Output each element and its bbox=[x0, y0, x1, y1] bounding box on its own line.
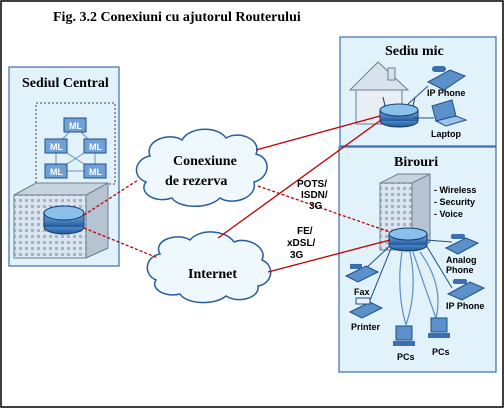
central-router-icon bbox=[43, 205, 85, 235]
pots-label-1: POTS/ bbox=[297, 179, 327, 190]
central-office-title: Sediul Central bbox=[22, 76, 109, 91]
pcs-label-1: PCs bbox=[397, 352, 415, 362]
small-ip-phone-label: IP Phone bbox=[427, 88, 465, 98]
office-ip-phone-icon bbox=[446, 279, 486, 301]
backup-connection-cloud: Conexiune de rezerva bbox=[135, 128, 268, 207]
ml-switch-icon: ML bbox=[83, 138, 107, 154]
ml-switch-icon: ML bbox=[63, 117, 87, 133]
printer-label: Printer bbox=[351, 322, 381, 332]
house-icon bbox=[348, 61, 410, 125]
analog-phone-label-2: Phone bbox=[446, 265, 474, 275]
backup-to-offices-link bbox=[257, 185, 391, 233]
central-to-internet-link bbox=[83, 227, 159, 259]
svg-text:ML: ML bbox=[89, 167, 102, 177]
office-ip-phone-label: IP Phone bbox=[446, 301, 484, 311]
pc-icon bbox=[393, 325, 415, 346]
offices-title: Birouri bbox=[394, 155, 438, 170]
analog-phone-label-1: Analog bbox=[446, 255, 477, 265]
feature-voice: - Voice bbox=[434, 209, 463, 219]
backup-to-small-office-link bbox=[255, 115, 381, 151]
pots-label-2: ISDN/ bbox=[301, 190, 328, 201]
figure-title: Fig. 3.2 Conexiuni cu ajutorul Routerulu… bbox=[53, 10, 301, 25]
central-to-backup-link bbox=[83, 179, 139, 216]
fe-label-1: FE/ bbox=[297, 226, 313, 237]
central-office-box: Sediul Central ML ML ML ML bbox=[8, 66, 120, 267]
analog-phone-icon bbox=[444, 234, 480, 255]
offices-box: Birouri - Wireless - Security - Voice bbox=[338, 146, 497, 373]
internet-to-offices-link bbox=[267, 239, 391, 273]
fax-icon bbox=[344, 264, 380, 283]
laptop-icon bbox=[431, 99, 468, 127]
feature-security: - Security bbox=[434, 197, 475, 207]
wireless-links bbox=[399, 251, 439, 326]
backup-cloud-line1: Conexiune bbox=[173, 154, 237, 169]
backup-cloud-line2: de rezerva bbox=[165, 174, 227, 189]
ml-switch-icon: ML bbox=[44, 138, 68, 154]
internet-cloud: Internet bbox=[146, 231, 272, 304]
pcs-label-2: PCs bbox=[432, 347, 450, 357]
small-office-box: Sediu mic IP Phone Laptop bbox=[339, 36, 497, 147]
svg-text:ML: ML bbox=[50, 142, 63, 152]
fe-label-2: xDSL/ bbox=[287, 238, 316, 249]
laptop-label: Laptop bbox=[431, 129, 461, 139]
small-office-router-icon bbox=[379, 96, 419, 128]
office-router-icon bbox=[388, 227, 428, 252]
svg-text:ML: ML bbox=[89, 142, 102, 152]
internet-to-small-office-link bbox=[217, 119, 382, 239]
svg-text:ML: ML bbox=[69, 121, 82, 131]
svg-text:ML: ML bbox=[50, 167, 63, 177]
ip-phone-icon bbox=[426, 66, 467, 91]
ml-switch-icon: ML bbox=[83, 163, 107, 179]
network-links bbox=[83, 115, 391, 273]
pc-icon bbox=[428, 317, 450, 338]
pots-label-3: 3G bbox=[309, 201, 323, 212]
printer-icon bbox=[348, 297, 384, 319]
small-office-title: Sediu mic bbox=[385, 44, 444, 59]
ml-switch-icon: ML bbox=[44, 163, 68, 179]
fe-label-3: 3G bbox=[290, 250, 304, 261]
internet-cloud-label: Internet bbox=[188, 267, 237, 282]
feature-wireless: - Wireless bbox=[434, 185, 476, 195]
fax-label: Fax bbox=[354, 287, 370, 297]
